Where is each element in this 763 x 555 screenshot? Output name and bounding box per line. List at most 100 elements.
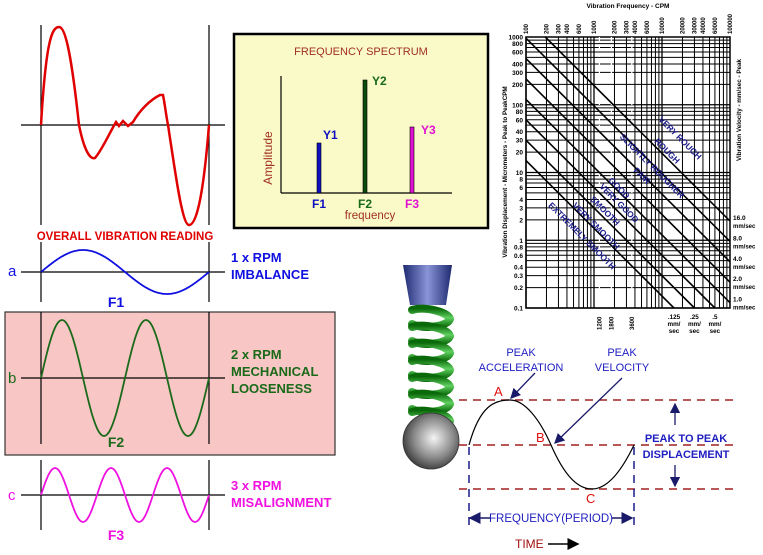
wave-description: 1 x RPM	[231, 250, 282, 265]
velocity-bottom-label: sec	[669, 328, 680, 335]
velocity-bottom-label: sec	[689, 328, 700, 335]
spectrum-xlabel: frequency	[345, 210, 396, 222]
spectrum-bar-f3	[409, 126, 415, 194]
bar-label-y3: Y3	[421, 123, 436, 137]
disp-tick-label: 100	[512, 102, 523, 109]
spring-mass-system	[402, 265, 460, 470]
disp-tick-label: 300	[512, 70, 523, 77]
velocity-line	[544, 36, 731, 222]
ptp-label-2: DISPLACEMENT	[643, 449, 730, 461]
disp-tick-label: 400	[512, 61, 523, 68]
rpm-label: 1200	[597, 316, 603, 330]
period-label: FREQUENCY(PERIOD)	[489, 513, 613, 525]
freq-tick-label: 60000	[713, 17, 719, 34]
time-label: TIME	[515, 537, 544, 551]
disp-tick-label: 10	[516, 170, 524, 177]
bar-label-y1: Y1	[323, 128, 338, 142]
velocity-right-value: 8.0	[733, 235, 742, 242]
disp-tick-label: 8	[519, 177, 523, 184]
disp-tick-label: 2	[519, 217, 523, 224]
bar-label-y2: Y2	[372, 74, 387, 88]
velocity-line	[525, 37, 731, 243]
disp-tick-label: 0.3	[514, 273, 523, 280]
peak-acceleration-label-2: ACCELERATION	[479, 362, 564, 374]
peak-velocity-label: PEAK	[607, 347, 637, 359]
rpm-label: 3600	[630, 316, 636, 330]
mass-ball	[402, 412, 460, 470]
nomo-right-title: Vibration Velocity - mm/sec - Peak	[736, 58, 743, 161]
disp-tick-label: 4	[519, 197, 523, 204]
velocity-line	[525, 58, 731, 263]
ptp-label: PEAK TO PEAK	[645, 433, 727, 445]
disp-tick-label: 60	[516, 117, 524, 124]
wave-description: LOOSENESS	[231, 381, 312, 396]
nomo-left-title: Vibration Displacement - Micrometers - P…	[502, 86, 509, 257]
velocity-line	[525, 160, 675, 309]
peak-acceleration-label: PEAK	[506, 347, 536, 359]
velocity-right-unit: mm/sec	[733, 285, 756, 291]
disp-tick-label: 600	[512, 50, 523, 57]
velocity-bottom-label: mm/	[667, 321, 680, 328]
disp-tick-label: 0.1	[514, 306, 523, 313]
bar-label-f3: F3	[405, 197, 419, 211]
freq-tick-label: 3000	[624, 20, 630, 34]
velocity-line	[525, 139, 696, 309]
spring	[408, 304, 455, 433]
looseness-highlight-box	[4, 311, 336, 456]
disp-tick-label: 80	[516, 109, 524, 116]
sine-waveform	[468, 399, 635, 490]
velocity-bottom-label: sec	[710, 328, 721, 335]
velocity-right-unit: mm/sec	[733, 306, 756, 312]
velocity-bottom-label: mm/	[688, 321, 701, 328]
wave-freq-label: F3	[108, 527, 125, 543]
velocity-bottom-label: .125	[668, 314, 681, 321]
wave-description: 2 x RPM	[231, 347, 282, 362]
disp-tick-label: 6	[519, 185, 523, 192]
wave-description: IMBALANCE	[231, 267, 309, 282]
freq-tick-label: 200	[544, 23, 550, 34]
freq-tick-label: 400	[565, 23, 571, 34]
velocity-bottom-label: mm/	[708, 321, 721, 328]
disp-tick-label: 1	[519, 238, 523, 245]
freq-tick-label: 4000	[633, 20, 639, 34]
disp-tick-label: 20	[516, 150, 524, 157]
velocity-right-unit: mm/sec	[733, 265, 756, 271]
disp-tick-label: 0.6	[514, 253, 523, 260]
freq-tick-label: 600	[577, 23, 583, 34]
velocity-right-value: 16.0	[733, 215, 746, 222]
vibration-severity-nomograph: Vibration Frequency - CPM Vibration Disp…	[502, 3, 756, 335]
wave-freq-label: F2	[108, 434, 125, 450]
bar-label-f2: F2	[358, 197, 372, 211]
disp-tick-label: 0.2	[514, 285, 523, 292]
velocity-line	[525, 78, 731, 283]
spectrum-title: FREQUENCY SPECTRUM	[294, 46, 428, 58]
disp-tick-label: 1000	[509, 35, 524, 42]
freq-tick-label: 20000	[680, 17, 686, 34]
mount-cap	[403, 265, 452, 305]
velocity-right-value: 1.0	[733, 297, 742, 304]
overall-waveform	[39, 25, 211, 227]
wave-letter: c	[8, 487, 16, 504]
bar-label-f1: F1	[312, 197, 326, 211]
sine-wave-a	[40, 249, 210, 295]
freq-tick-label: 100000	[728, 13, 734, 34]
velocity-line	[525, 119, 716, 309]
velocity-line	[525, 98, 731, 304]
spectrum-bar-f2	[362, 79, 368, 194]
freq-tick-label: 40000	[701, 17, 707, 34]
freq-tick-label: 100	[524, 23, 530, 34]
freq-tick-label: 30000	[692, 17, 698, 34]
velocity-bottom-label: .25	[690, 314, 699, 321]
sine-wave-c	[40, 467, 210, 523]
velocity-right-value: 4.0	[733, 256, 742, 263]
point-b-label: B	[536, 430, 545, 445]
freq-tick-label: 2000	[612, 20, 618, 34]
displacement-waveform-panel: FREQUENCY(PERIOD) TIME PEAK ACCELERATION…	[459, 347, 737, 551]
spectrum-bar-f1	[316, 142, 322, 194]
wave-description: MISALIGNMENT	[231, 495, 331, 510]
overall-label: OVERALL VIBRATION READING	[37, 231, 214, 243]
frequency-spectrum-panel: FREQUENCY SPECTRUM Amplitude frequency Y…	[232, 32, 490, 230]
